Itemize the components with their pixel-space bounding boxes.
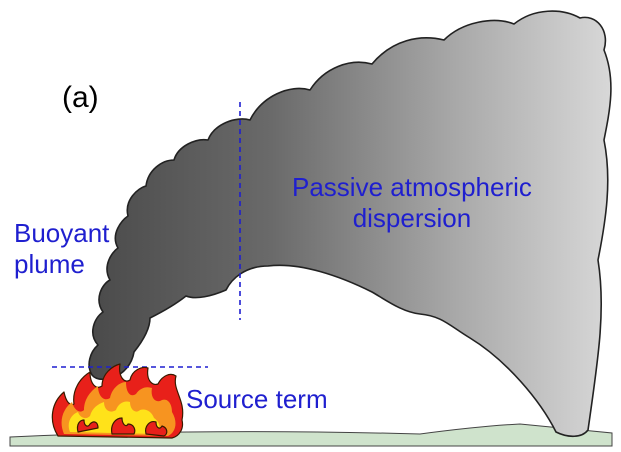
smoke-plume [88,10,612,438]
passive-dispersion-label-line2: dispersion [352,203,472,234]
buoyant-plume-label: Buoyant plume [14,218,109,280]
fire-source [51,363,184,439]
buoyant-plume-label-line2: plume [14,249,85,280]
buoyant-plume-label-line1: Buoyant [14,218,110,248]
panel-label: (a) [62,81,99,114]
passive-dispersion-label-line1: Passive atmospheric [292,172,532,202]
source-term-label: Source term [186,384,328,414]
passive-dispersion-label: Passive atmospheric dispersion [292,172,532,234]
